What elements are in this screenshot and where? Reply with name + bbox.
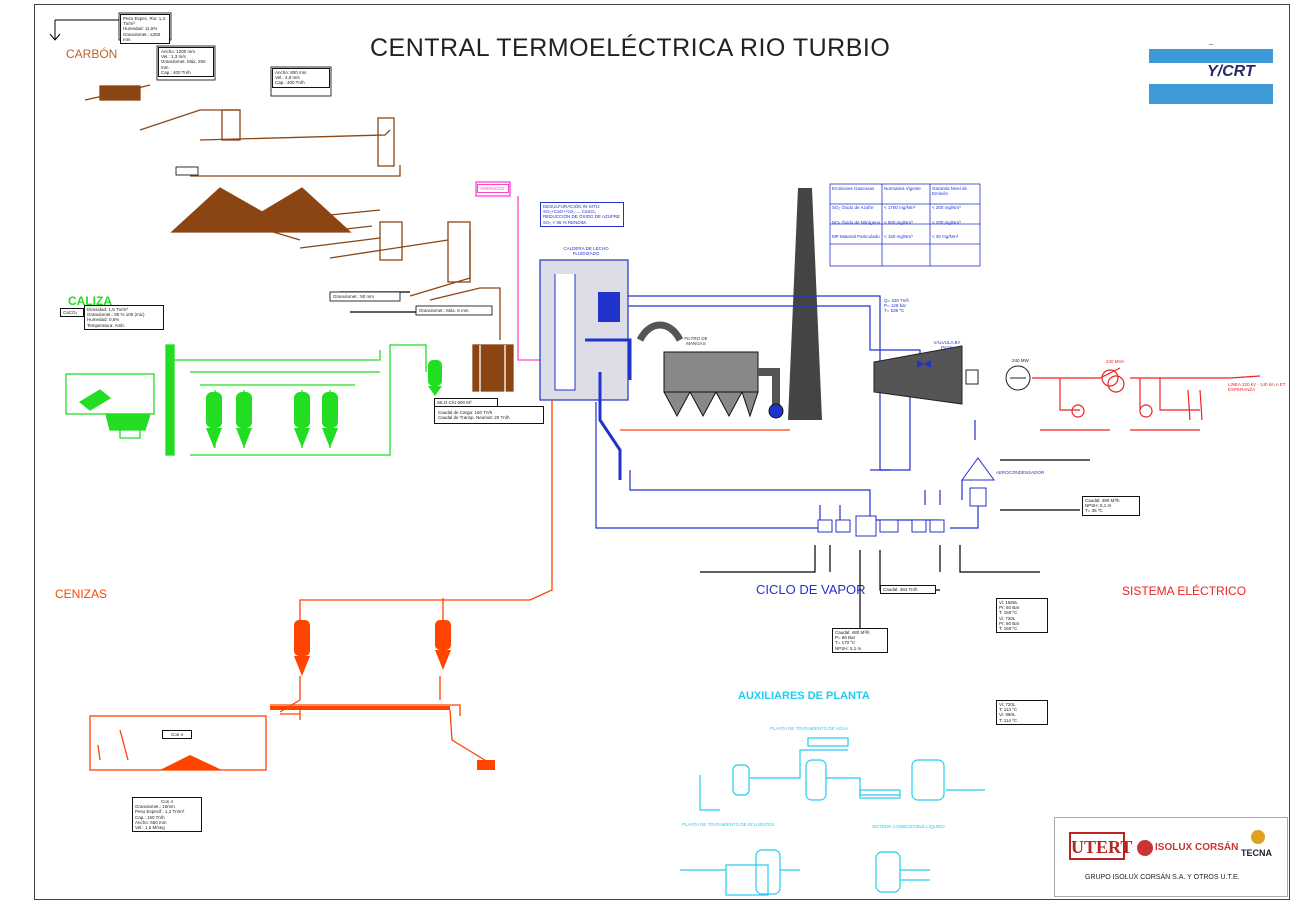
lp2-param-3: T: 114 ºC [999,718,1045,723]
caldera-label: CALDERA DE LECHO FLUIDIZADO [556,246,616,256]
gran2-prop: Granulomet.: Máx. 6 mm [419,308,489,313]
caliza-properties-box: Densidad: 1,5 Tn/m³ Granulomet.: 80 % 10… [84,305,164,330]
aux-water-treatment-label: PLANTA DE TRATAMIENTO DE AGUA [770,726,848,731]
deaerator-flow-box: Caudal: 384 Tn/h [880,585,936,594]
tecna-logo: TECNA [1241,848,1272,858]
generator-label: 240 MW [1012,358,1029,363]
lp1-heater-box: Vi: 1560L Pr: 60 Bar T: 150 ºC Vi: 720L … [996,598,1048,633]
ash-silos [160,620,495,770]
emissions-table: Emisiones Gaseosas Normativa Vigente Gar… [832,186,980,239]
carbon-belt1-box: Ancho: 1200 mm Vel.: 1,3 m/s Granulomet.… [158,47,214,77]
caliza-prop-3: Temperatura: Amb. [87,323,161,328]
feed-pump-box: Caudal: 480 M³/h P= 86 Bar T= 170 ºC NPS… [832,628,888,653]
carbon-input-arrow [50,20,119,40]
carga-line-1: Caudal de Transp. Neumat: 20 Tn/h [438,415,540,420]
carbon-belt2-box: Ancho: 800 mm Vel.: 2,8 m/s Cap.: 400 Tn… [272,68,330,88]
emissions-cell: MP Material Particulado [832,234,884,239]
aux-fuel-label: SISTEMA COMBUSTIBLE LÍQUIDO [872,824,945,829]
amoniaco-line [476,182,540,360]
steam-cycle-lines [596,296,1090,628]
isolux-logo: ISOLUX CORSÁN [1155,842,1238,853]
line-label: LINEA 220 kV - 140 km A ET ESPERANZA [1228,382,1288,392]
emissions-head-0: Emisiones Gaseosas [832,186,884,196]
carbon-gran1-box: Granulomet.: 50 mm [331,293,399,300]
steam-cycle-components [818,346,1030,536]
desulfuracion-box: DESULFURACIÓN IN-SITU: SO₂+CaO+½O₂ → CaS… [540,202,624,227]
emissions-cell: < 30 mg/Nm³ [932,234,980,239]
reaccion-line-2: REDUCCIÓN DE ÓXIDO DE AZUFRE [543,214,621,219]
vapor-param-2: T= 538 ºC [884,308,909,313]
transformer-label: 240 MVA [1106,359,1124,364]
reaccion-line-3: SO₂ < 95 % RENDIM. [543,220,621,225]
ash-conveyor-box: Con 4 Granulomet.: 10mm Peso Especif.: 1… [132,797,202,832]
by-pass-label: VÁLVULA BY PASS [932,340,962,350]
carbon-prop-0: Peso Espec. Rio: 1,3 Tn/m³ [123,16,167,26]
carbon-gran2-box: Granulomet.: Máx. 6 mm [417,307,491,314]
emissions-head-2: Garantía Nivel de Emisión [932,186,980,196]
chimney-stack [788,188,822,420]
carbon-properties-box: Peso Espec. Rio: 1,3 Tn/m³ Humedad: 11,5… [120,14,170,44]
carbon-prop-2: Granulomet.: ≤250 mm [123,32,167,42]
boiler [540,260,630,480]
condensate-pump-box: Caudal: 480 M³/h NPSH: 5,1 m T= 35 ºC [1082,496,1140,516]
feed-param-3: NPSH: 5,1 m [835,646,885,651]
carga-box: Caudal de Carga: 150 Tn/h Caudal de Tran… [434,406,544,424]
isolux-icon [1137,840,1153,856]
caliza-formula-box: CaCO₃ [60,308,84,317]
tecna-icon [1251,830,1265,844]
emissions-cell: < 1700 mg/Nm³ [884,205,932,210]
emissions-cell: < 150 mg/Nm³ [884,234,932,239]
ash-param-4: Vel.: 1,5 M/seg [135,825,199,830]
caliza-silos [206,360,442,448]
emissions-cell: < 900 mg/Nm³ [884,220,932,225]
lp1-param-5: T: 160 ºC [999,626,1045,631]
con4-belt-label: Con 4 [162,730,192,739]
auxiliaries-system [680,738,985,895]
emissions-cell: NOₓ Óxido de Nitrógeno [832,220,884,225]
electrical-system [1032,368,1260,430]
cond-param-2: T= 35 ºC [1085,508,1137,513]
condenser-label: AEROCONDENSADOR [995,470,1045,475]
emissions-head-1: Normativa Vigente [884,186,932,196]
emissions-cell: < 200 mg/Nm³ [932,205,980,210]
carbon-system [85,85,513,395]
belt2-prop-2: Cap.: 400 Tn/h [275,80,327,85]
uter-logo: UTERT [1069,832,1125,860]
emissions-cell: SO₂ Óxido de Azufre [832,205,884,210]
vapor-params: Q= 420 Tn/h P= 128 bar T= 538 ºC [884,298,909,314]
sponsors-panel: UTERT ISOLUX CORSÁN TECNA GRUPO ISOLUX C… [1054,817,1288,897]
emissions-cell: < 200 mg/Nm³ [932,220,980,225]
gran1-prop: Granulomet.: 50 mm [333,294,397,299]
lp2-heater-box: Vi: 720L T: 113 ºC Vi: 960L T: 114 ºC [996,700,1048,725]
filtro-label: FILTRO DE MANGAS [676,336,716,346]
belt1-prop-2: Granulomet. Máx. 250 mm [161,59,211,69]
aux-effluents-label: PLANTA DE TRATAMIENTO DE EFLUENTES [682,822,774,827]
footer-text: GRUPO ISOLUX CORSÁN S.A. Y OTROS U.T.E. [1085,874,1240,881]
amoniaco-box: AMONIACO [477,184,509,193]
belt1-prop-3: Cap.: 400 Tn/h [161,70,211,75]
